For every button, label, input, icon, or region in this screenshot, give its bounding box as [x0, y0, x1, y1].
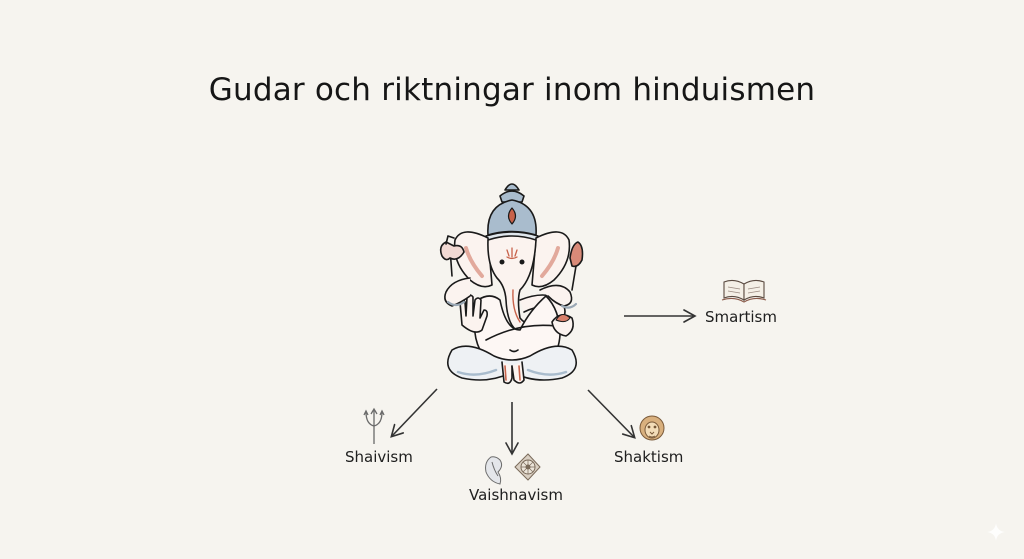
diagram-title: Gudar och riktningar inom hinduismen [208, 72, 816, 108]
conch-shell-icon [485, 456, 503, 485]
arrow-to-shaktism [587, 389, 636, 439]
arrow-to-shaivism [390, 388, 438, 438]
lion-icon [639, 415, 665, 441]
branch-label-vaishnavism: Vaishnavism [469, 486, 563, 504]
branch-label-shaivism: Shaivism [345, 448, 413, 466]
sparkle-icon [987, 523, 1005, 541]
trident-icon [363, 407, 385, 444]
branch-label-shaktism: Shaktism [614, 448, 684, 466]
open-book-icon [721, 279, 767, 303]
branch-label-smartism: Smartism [705, 308, 777, 326]
ganesha-illustration [439, 183, 584, 385]
chakra-wheel-icon [514, 453, 541, 481]
